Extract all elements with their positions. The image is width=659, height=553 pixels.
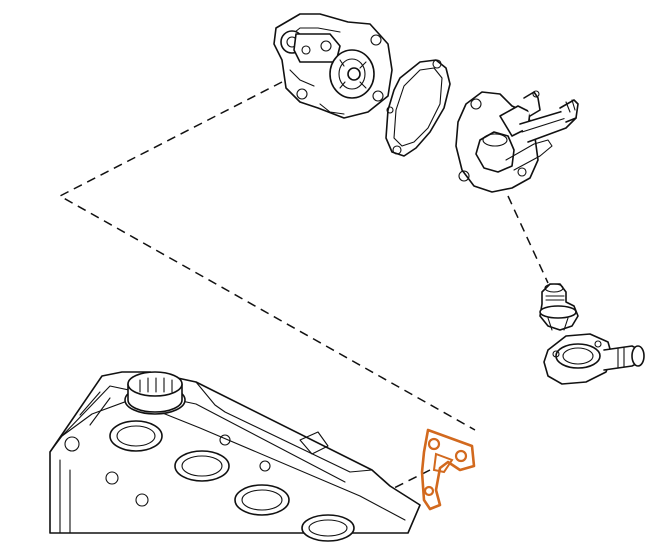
water-outlet: [543, 333, 645, 385]
camshaft-ports: [109, 420, 355, 542]
housing-gasket: [420, 428, 476, 511]
oil-filler-cap: [124, 371, 186, 415]
cylinder-head: [49, 371, 421, 534]
water-pump: [273, 13, 393, 119]
thermostat: [539, 283, 579, 331]
water-pump-gasket: [385, 59, 451, 157]
leader-line-pump-to-head: [58, 81, 476, 431]
leader-line-housing-to-thermostat: [507, 195, 549, 284]
thermostat-housing: [455, 90, 579, 193]
